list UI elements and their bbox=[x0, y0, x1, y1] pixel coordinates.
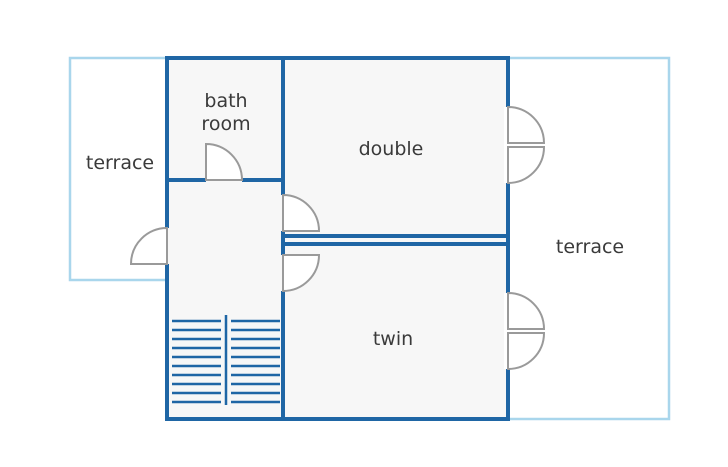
door-twin bbox=[282, 254, 321, 293]
terrace-right-label: terrace bbox=[556, 236, 624, 258]
interior-floor bbox=[167, 58, 508, 419]
door-terrace-left bbox=[129, 226, 168, 265]
bathroom-label-line1: bath bbox=[204, 90, 247, 112]
door-double-terrace-upper bbox=[507, 105, 546, 144]
doors bbox=[129, 105, 546, 371]
twin-room-label: twin bbox=[373, 328, 413, 350]
terrace-left-label: terrace bbox=[86, 152, 154, 174]
door-twin-terrace-lower bbox=[507, 332, 546, 371]
staircase bbox=[172, 315, 280, 405]
bathroom-label-line2: room bbox=[201, 113, 250, 135]
double-room-label: double bbox=[359, 138, 424, 160]
door-double bbox=[282, 193, 321, 232]
door-double-terrace-lower bbox=[507, 146, 546, 185]
door-twin-terrace-upper bbox=[507, 291, 546, 330]
door-bathroom bbox=[205, 142, 244, 181]
